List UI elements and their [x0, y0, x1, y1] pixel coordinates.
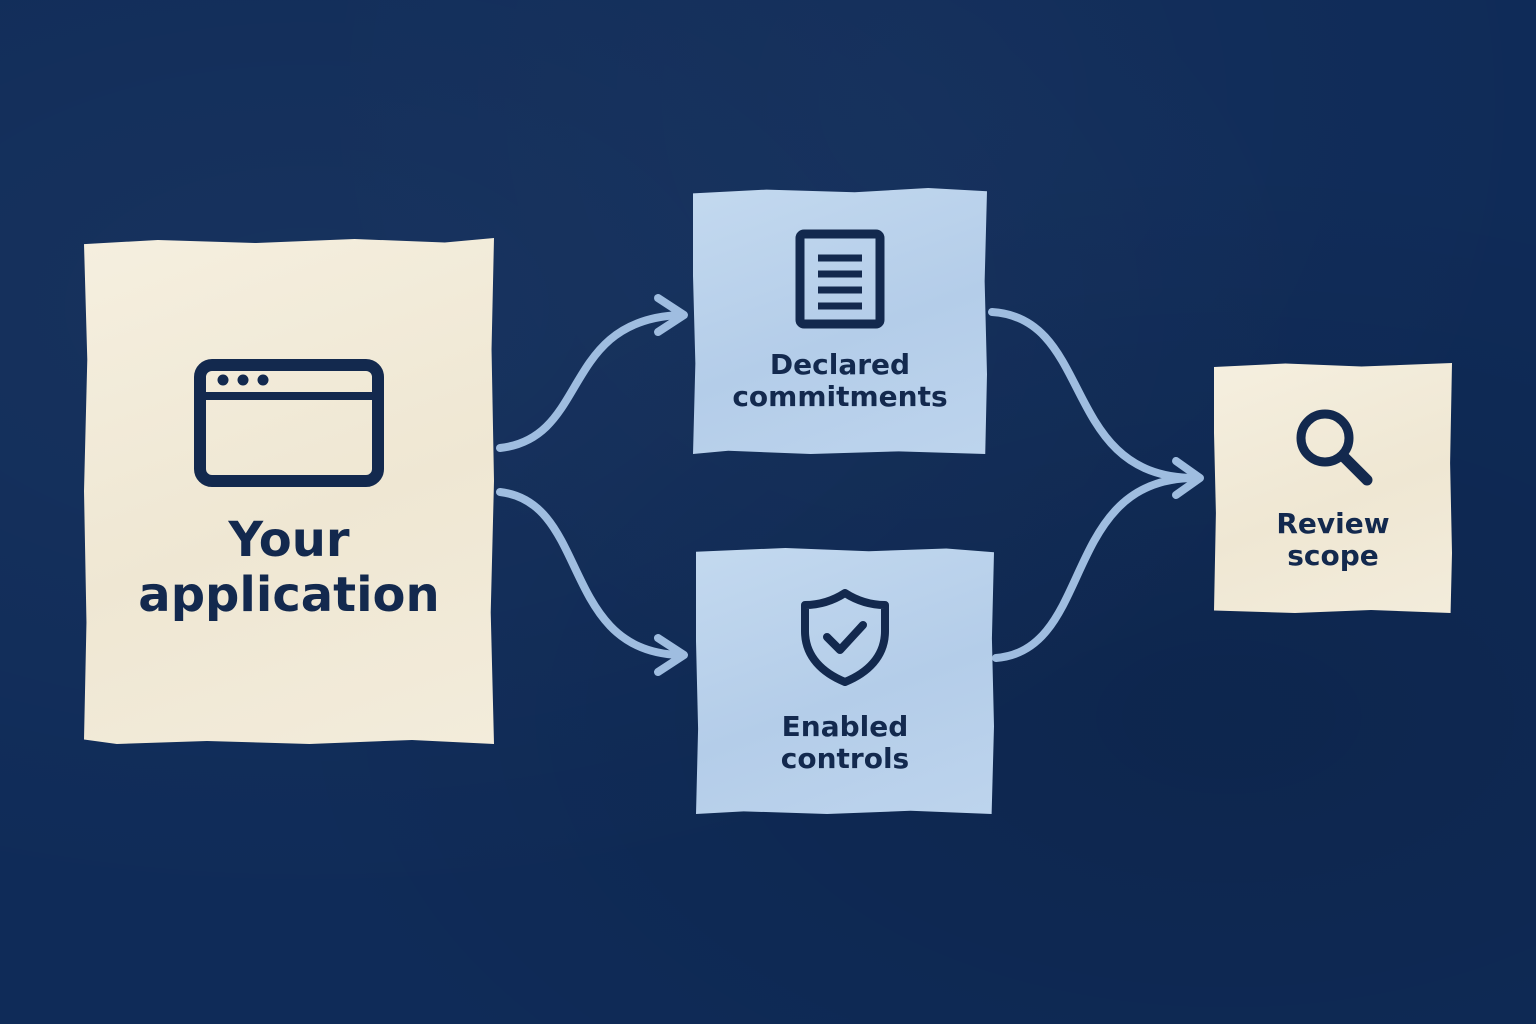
- label-line-1: Review: [1276, 506, 1390, 540]
- edge-enabled-to-review: [992, 474, 1199, 662]
- node-declared-commitments: Declared commitments: [693, 188, 987, 454]
- node-label: Enabled controls: [780, 709, 910, 775]
- node-enabled-controls: Enabled controls: [696, 548, 994, 814]
- magnifier-icon: [1296, 409, 1373, 486]
- edge-application-to-declared: [496, 311, 684, 452]
- node-your-application: Your application: [84, 238, 494, 744]
- node-label: Review scope: [1276, 506, 1390, 572]
- label-line-2: controls: [780, 742, 910, 775]
- label-line-2: application: [138, 567, 440, 623]
- label-line-1: Enabled: [781, 709, 909, 743]
- document-icon: [795, 229, 885, 329]
- arrowhead-review: [1172, 457, 1204, 499]
- arrowhead-declared: [654, 294, 688, 336]
- node-label: Declared commitments: [732, 347, 948, 413]
- label-line-2: scope: [1287, 539, 1379, 572]
- browser-window-icon: [194, 358, 384, 487]
- node-review-scope: Review scope: [1214, 363, 1452, 613]
- edge-application-to-enabled: [496, 488, 684, 659]
- edge-declared-to-review: [988, 308, 1199, 482]
- arrowhead-enabled: [654, 634, 688, 676]
- label-line-1: Your: [228, 511, 350, 568]
- label-line-2: commitments: [732, 380, 948, 413]
- node-label: Your application: [138, 511, 440, 623]
- label-line-1: Declared: [769, 347, 911, 381]
- shield-check-icon: [801, 588, 889, 686]
